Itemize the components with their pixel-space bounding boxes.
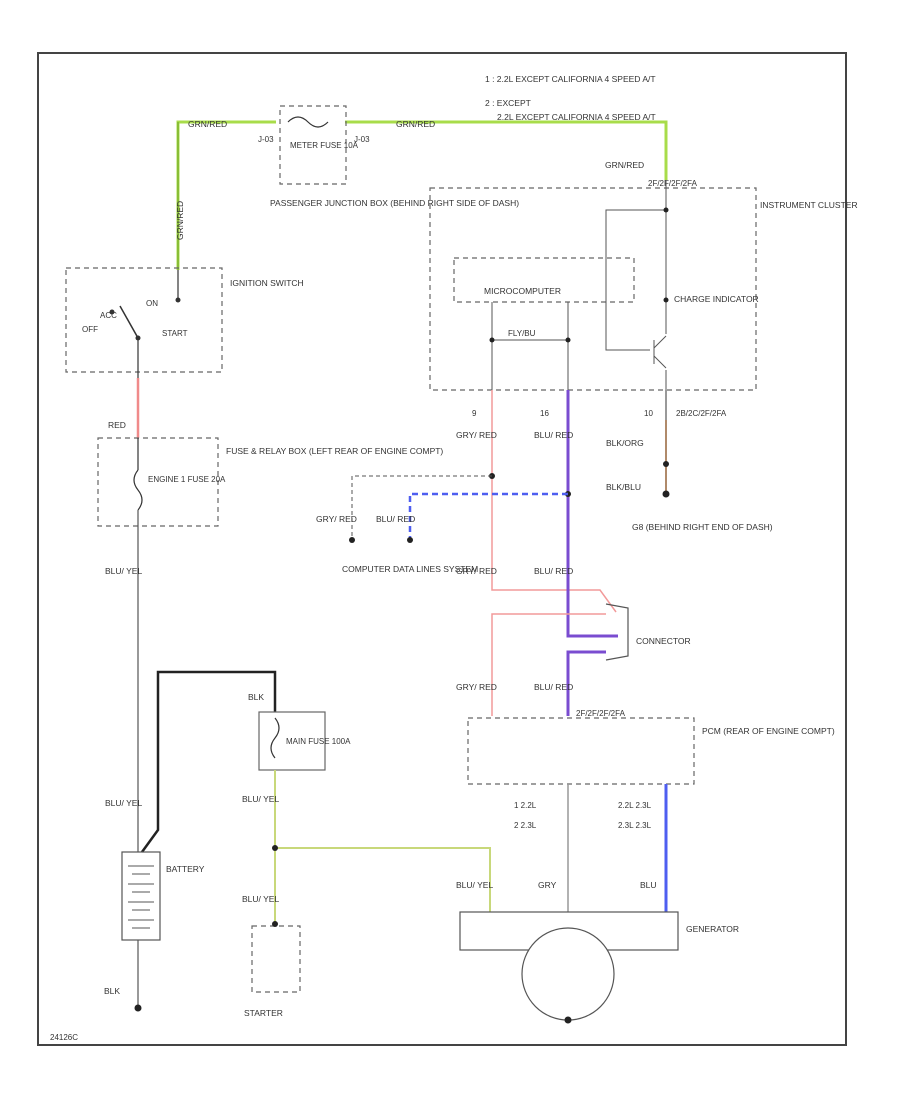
generator-label: GENERATOR bbox=[686, 924, 739, 934]
data-line-blu-red bbox=[408, 492, 568, 540]
engine-fuse-symbol bbox=[133, 469, 143, 511]
wire-label-blu: BLU bbox=[640, 880, 657, 890]
fuse-box-label: FUSE & RELAY BOX (LEFT REAR OF ENGINE CO… bbox=[226, 446, 443, 456]
computer-data-lines-label: COMPUTER DATA LINES SYSTEM bbox=[342, 564, 478, 574]
battery-ground-icon bbox=[134, 1004, 142, 1012]
generator-symbol bbox=[521, 927, 615, 1021]
note-2-detail: 2.2L EXCEPT CALIFORNIA 4 SPEED A/T bbox=[497, 112, 656, 122]
wire-label-blk-bottom: BLK bbox=[104, 986, 120, 996]
ground-g8-label: G8 (BEHIND RIGHT END OF DASH) bbox=[632, 522, 773, 532]
ign-off: OFF bbox=[82, 325, 98, 334]
j03-right: J-03 bbox=[354, 135, 370, 144]
wire-label-grn-red-c: GRN/RED bbox=[175, 201, 185, 240]
wire-gry-red-lower bbox=[491, 613, 606, 716]
wire-grn-red bbox=[176, 120, 668, 270]
main-fuse-symbol bbox=[270, 717, 280, 759]
gen-note-2: 2 2.3L bbox=[514, 821, 537, 830]
microcomputer-label: MICROCOMPUTER bbox=[484, 286, 561, 296]
diagram-id: 24126C bbox=[50, 1033, 78, 1042]
fuse-relay-box bbox=[97, 437, 219, 527]
wire-blu-red-lower bbox=[566, 650, 606, 716]
wire-label-blu-red-left: BLU/ RED bbox=[376, 514, 415, 524]
wire-blu-red bbox=[566, 390, 618, 638]
ground-g8-icon bbox=[662, 490, 670, 498]
microcomputer-box bbox=[453, 257, 635, 303]
gen-note-1: 1 2.2L bbox=[514, 801, 537, 810]
diagram-frame bbox=[37, 52, 847, 1046]
pin-9: 9 bbox=[472, 409, 477, 418]
battery-symbol bbox=[121, 851, 161, 941]
connector-symbol bbox=[605, 603, 629, 661]
note-2: 2 : EXCEPT bbox=[485, 98, 531, 108]
wire-label-blk-blu: BLK/BLU bbox=[606, 482, 641, 492]
ignition-switch-label: IGNITION SWITCH bbox=[230, 278, 304, 288]
flyer-label: FLY/BU bbox=[508, 329, 536, 338]
wire-label-gry: GRY bbox=[538, 880, 557, 890]
meter-fuse-label: METER FUSE 10A bbox=[290, 141, 359, 150]
gen-note-4: 2.3L 2.3L bbox=[618, 821, 652, 830]
battery-label: BATTERY bbox=[166, 864, 205, 874]
wire-label-blk-org: BLK/ORG bbox=[606, 438, 644, 448]
wire-label-blk-top: BLK bbox=[248, 692, 264, 702]
note-1: 1 : 2.2L EXCEPT CALIFORNIA 4 SPEED A/T bbox=[485, 74, 656, 84]
ignition-switch-box bbox=[65, 267, 223, 373]
wire-label-gry-red-a: GRY/ RED bbox=[456, 430, 497, 440]
ign-start: START bbox=[162, 329, 188, 338]
wire-label-grn-red-d: GRN/RED bbox=[605, 160, 644, 170]
wire-label-blu-yel-gen: BLU/ YEL bbox=[456, 880, 493, 890]
j03-left: J-03 bbox=[258, 135, 274, 144]
wire-label-blu-yel-starter: BLU/ YEL bbox=[242, 894, 279, 904]
pcm-box bbox=[467, 717, 695, 785]
wire-label-grn-red-b: GRN/RED bbox=[396, 119, 435, 129]
wire-label-grn-red-a: GRN/RED bbox=[188, 119, 227, 129]
charge-indicator-label: CHARGE INDICATOR bbox=[674, 294, 759, 304]
instrument-cluster-label: INSTRUMENT CLUSTER bbox=[760, 200, 858, 210]
wire-gry-red bbox=[491, 390, 617, 613]
wire-label-blu-yel-1: BLU/ YEL bbox=[105, 566, 142, 576]
conn-ref-label: 2B/2C/2F/2FA bbox=[676, 409, 727, 418]
main-fuse-amp: MAIN FUSE 100A bbox=[286, 737, 351, 746]
wire-label-blu-yel-fuse: BLU/ YEL bbox=[242, 794, 279, 804]
main-fuse-box bbox=[258, 711, 326, 771]
pin-16: 16 bbox=[540, 409, 549, 418]
wire-label-blu-red-b: BLU/ RED bbox=[534, 566, 573, 576]
cluster-internal-wiring bbox=[491, 180, 667, 390]
wire-label-gry-red-left: GRY/ RED bbox=[316, 514, 357, 524]
gen-note-3: 2.2L 2.3L bbox=[618, 801, 652, 810]
starter-box bbox=[251, 925, 301, 993]
pcm-label: PCM (REAR OF ENGINE COMPT) bbox=[702, 726, 835, 736]
connector-label: CONNECTOR bbox=[636, 636, 691, 646]
ign-acc: ACC bbox=[100, 311, 117, 320]
ign-on: ON bbox=[146, 299, 158, 308]
wire-label-gry-red-b: GRY/ RED bbox=[456, 566, 497, 576]
wire-label-red: RED bbox=[108, 420, 126, 430]
wire-label-gry-red-c: GRY/ RED bbox=[456, 682, 497, 692]
wire-label-blu-red-a: BLU/ RED bbox=[534, 430, 573, 440]
wire-blu-yel-gen bbox=[275, 847, 491, 912]
starter-label: STARTER bbox=[244, 1008, 283, 1018]
cluster-connector-label: 2F/2F/2F/2FA bbox=[648, 179, 698, 188]
wire-blk-top bbox=[140, 670, 277, 853]
pcm-connector-label: 2F/2F/2F/2FA bbox=[576, 709, 626, 718]
pin-10: 10 bbox=[644, 409, 653, 418]
meter-fuse-symbol bbox=[287, 116, 329, 128]
engine-fuse-label: ENGINE 1 FUSE 20A bbox=[148, 475, 226, 484]
pjb-label: PASSENGER JUNCTION BOX (BEHIND RIGHT SID… bbox=[270, 198, 519, 208]
wire-label-blu-red-c: BLU/ RED bbox=[534, 682, 573, 692]
data-line-gry-red bbox=[351, 475, 492, 540]
wire-label-blu-yel-battery: BLU/ YEL bbox=[105, 798, 142, 808]
instrument-cluster-box bbox=[429, 187, 757, 391]
